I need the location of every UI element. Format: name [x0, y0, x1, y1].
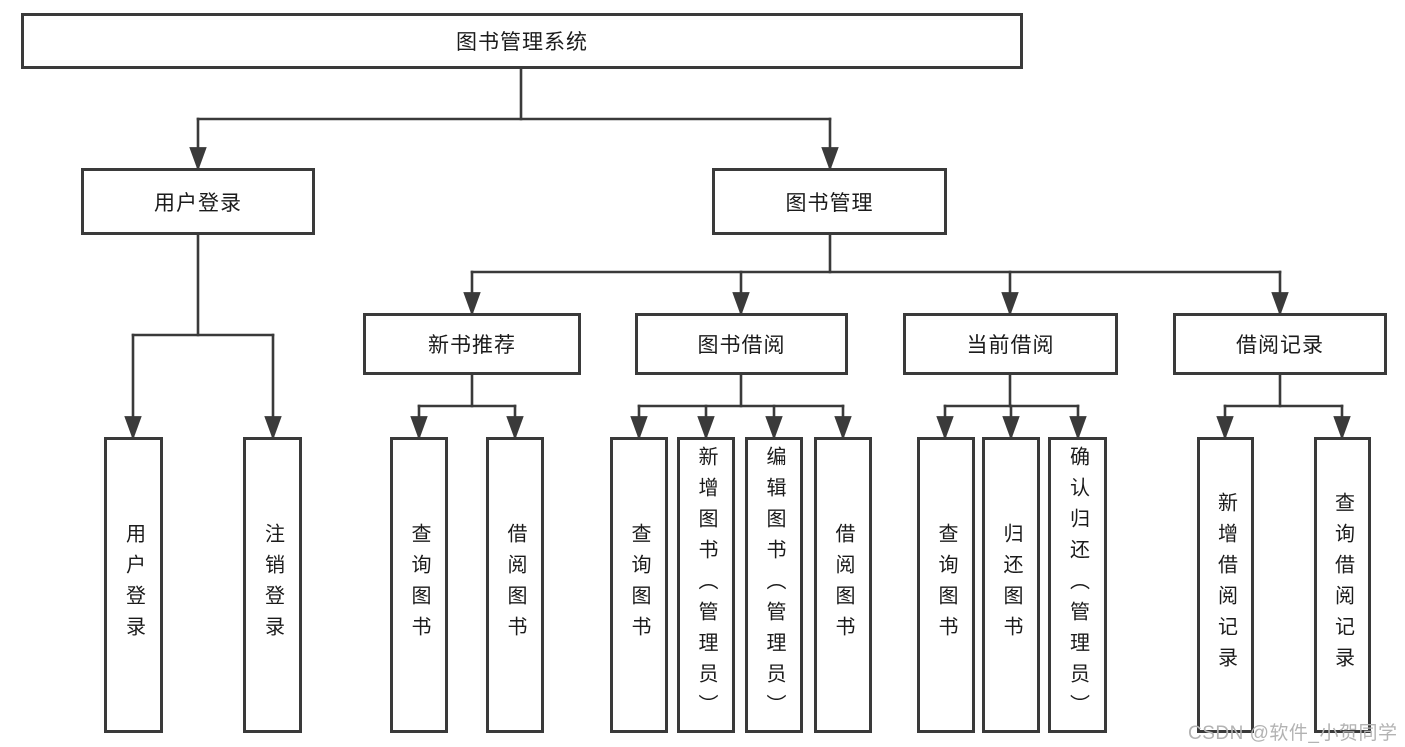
- node-label: 新增借阅记录: [1214, 492, 1237, 678]
- node-label: 用户登录: [154, 191, 242, 215]
- node-leaf-query-books-recommend: 查询图书: [390, 437, 448, 733]
- node-book-management: 图书管理: [712, 168, 947, 235]
- node-label: 注销登录: [261, 523, 284, 647]
- node-borrowing-records: 借阅记录: [1173, 313, 1387, 375]
- watermark: CSDN @软件_小贺同学: [1188, 723, 1398, 744]
- node-label: 确认归还（管理员）: [1066, 445, 1089, 725]
- node-leaf-query-borrow-record: 查询借阅记录: [1314, 437, 1371, 733]
- node-label: 图书管理系统: [456, 31, 588, 54]
- node-leaf-confirm-return-admin: 确认归还（管理员）: [1048, 437, 1107, 733]
- node-label: 图书管理: [785, 191, 874, 215]
- node-leaf-borrow-books-recommend: 借阅图书: [486, 437, 544, 733]
- node-leaf-user-login: 用户登录: [104, 437, 163, 733]
- node-leaf-add-borrow-record: 新增借阅记录: [1197, 437, 1254, 733]
- node-user-login: 用户登录: [81, 168, 315, 235]
- node-label: 归还图书: [1000, 523, 1022, 647]
- node-label: 图书借阅: [697, 334, 786, 357]
- node-leaf-query-books-current: 查询图书: [917, 437, 975, 733]
- node-leaf-add-book-admin: 新增图书（管理员）: [677, 437, 735, 733]
- node-label: 借阅图书: [504, 523, 526, 647]
- node-label: 当前借阅: [966, 334, 1055, 357]
- node-label: 查询图书: [628, 523, 650, 647]
- node-new-book-recommend: 新书推荐: [363, 313, 581, 375]
- node-book-borrowing: 图书借阅: [635, 313, 848, 375]
- node-label: 借阅图书: [832, 523, 854, 647]
- node-label: 查询借阅记录: [1331, 492, 1354, 678]
- node-leaf-return-books: 归还图书: [982, 437, 1040, 733]
- node-label: 查询图书: [935, 523, 957, 647]
- node-leaf-edit-book-admin: 编辑图书（管理员）: [745, 437, 803, 733]
- node-leaf-logout: 注销登录: [243, 437, 302, 733]
- node-label: 查询图书: [408, 523, 430, 647]
- node-label: 新书推荐: [428, 334, 516, 357]
- node-library-management-system: 图书管理系统: [21, 13, 1023, 69]
- node-leaf-borrow-books-borrowing: 借阅图书: [814, 437, 872, 733]
- node-current-borrowing: 当前借阅: [903, 313, 1118, 375]
- node-label: 新增图书（管理员）: [695, 445, 717, 725]
- node-label: 用户登录: [122, 523, 145, 647]
- node-leaf-query-books-borrowing: 查询图书: [610, 437, 668, 733]
- node-label: 借阅记录: [1236, 334, 1324, 357]
- node-label: 编辑图书（管理员）: [763, 445, 785, 725]
